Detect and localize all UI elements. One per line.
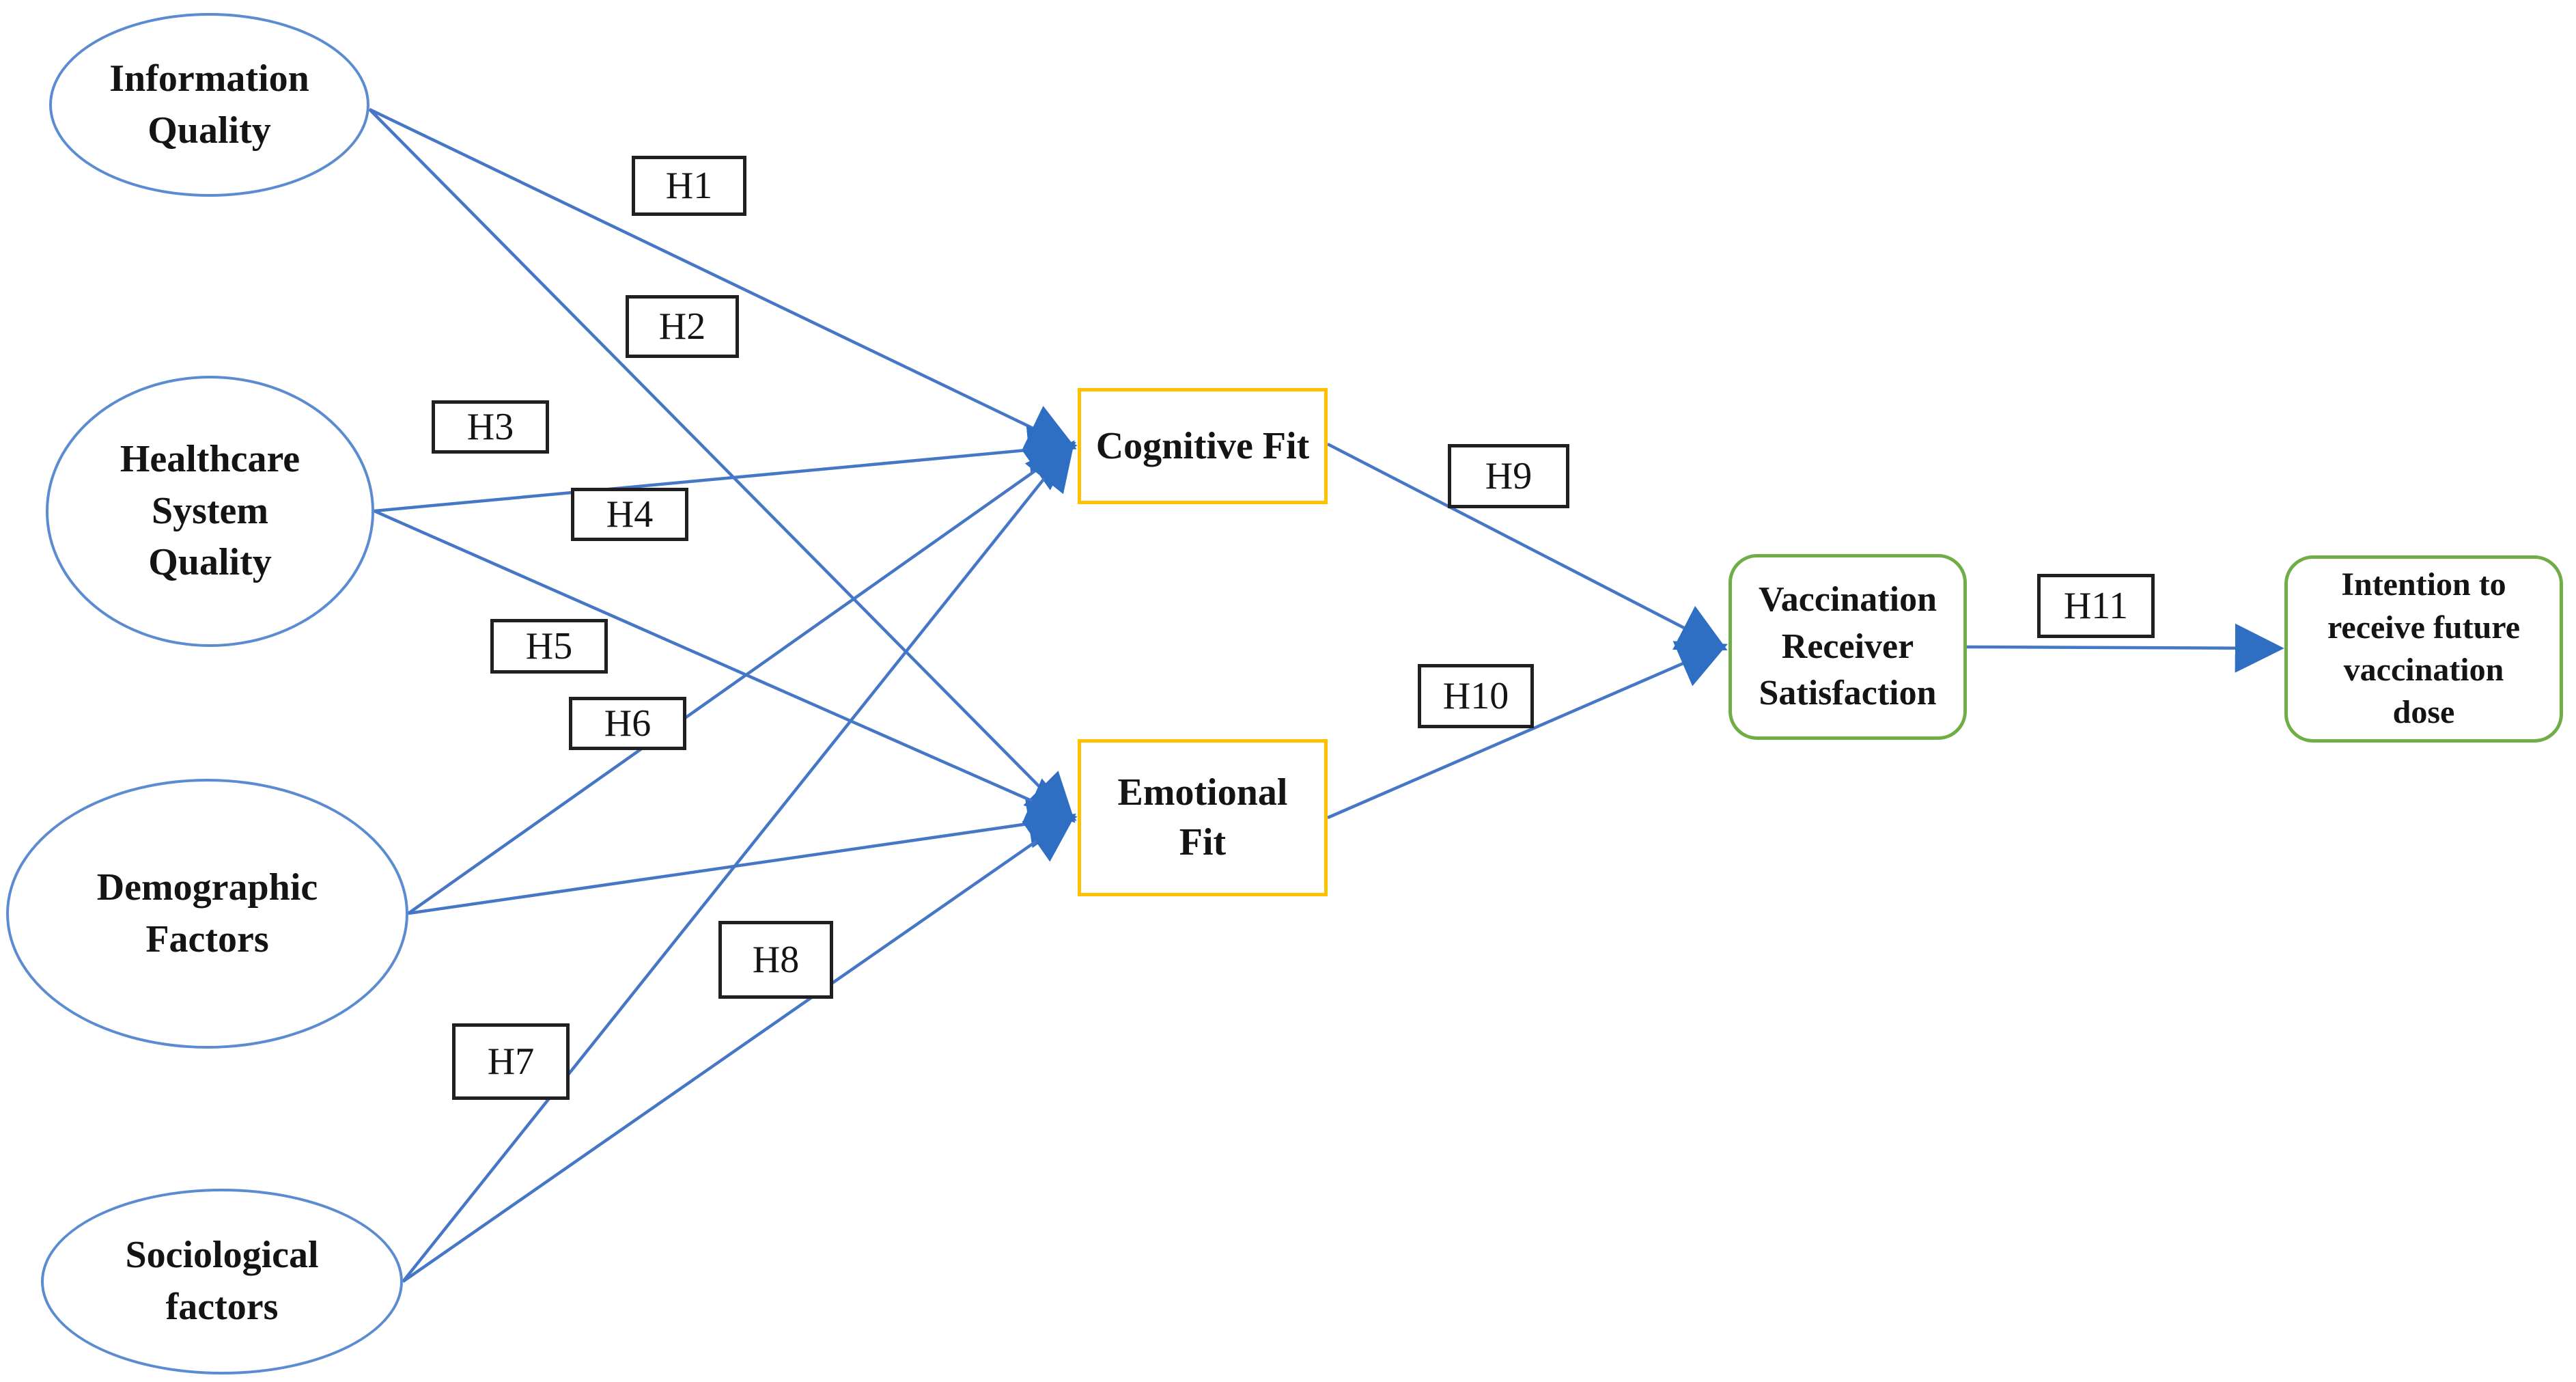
node-vaccination-receiver-satisfaction: Vaccination Receiver Satisfaction [1728,554,1967,740]
edge-h10 [1327,641,1728,820]
hypothesis-label-h11: H11 [2037,574,2155,638]
node-intention-future-dose: Intention to receive future vaccination … [2284,555,2563,743]
edge-h6 [408,799,1078,915]
edge-h1 [369,107,1077,450]
edge-h4 [374,509,1077,824]
hypothesis-label-h3: H3 [432,400,549,454]
edge-h11 [1966,623,2284,673]
hypothesis-label-h9: H9 [1448,444,1569,508]
node-demographic-factors: Demographic Factors [6,779,408,1049]
hypothesis-label-h4: H4 [571,488,688,541]
hypothesis-label-h10: H10 [1418,664,1534,728]
node-emotional-fit: Emotional Fit [1078,739,1328,896]
edge-h3 [374,425,1078,513]
node-cognitive-fit: Cognitive Fit [1078,388,1328,504]
node-healthcare-system-quality: Healthcare System Quality [46,376,374,647]
hypothesis-label-h2: H2 [626,295,739,358]
hypothesis-label-h5: H5 [490,619,608,674]
edge-h8 [402,813,1076,1283]
edge-h2 [368,108,1076,823]
edge-h5 [407,441,1076,915]
hypothesis-label-h6: H6 [569,697,686,750]
edge-h7 [402,440,1075,1283]
hypothesis-label-h8: H8 [718,921,833,999]
hypothesis-label-h1: H1 [632,156,746,216]
node-sociological-factors: Sociological factors [41,1189,403,1374]
edge-h9 [1326,443,1728,650]
hypothesis-label-h7: H7 [452,1023,570,1100]
node-information-quality: Information Quality [49,13,369,197]
